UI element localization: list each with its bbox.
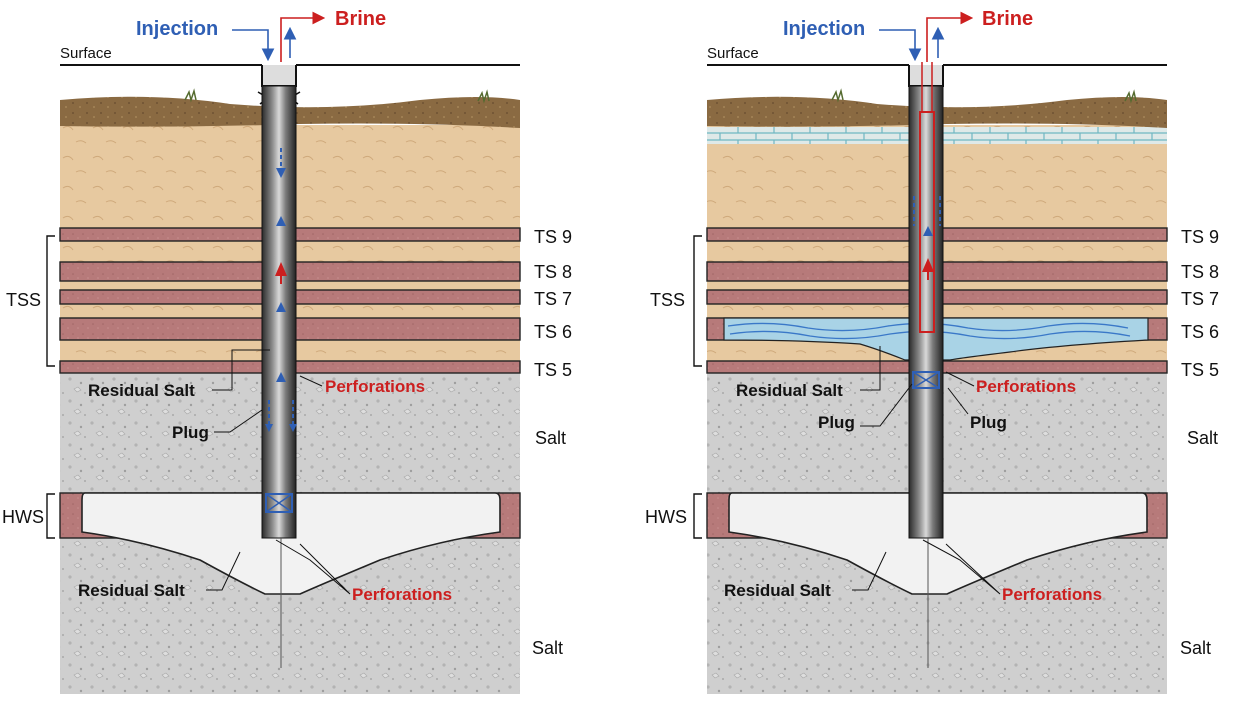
salt-upper-label: Salt xyxy=(1187,428,1218,448)
leader-line xyxy=(275,539,351,595)
perforations-upper-label: Perforations xyxy=(976,377,1076,396)
ts6-label: TS 6 xyxy=(534,322,572,342)
ts5-label: TS 5 xyxy=(534,360,572,380)
leader-line xyxy=(947,387,969,415)
brine-arrow xyxy=(926,11,974,62)
perforations-lower-label: Perforations xyxy=(352,585,452,604)
leader-line xyxy=(852,551,887,591)
leader-line xyxy=(206,551,241,591)
residual-salt-upper-label: Residual Salt xyxy=(736,381,843,400)
ts7-label: TS 7 xyxy=(534,289,572,309)
residual-salt-upper-label: Residual Salt xyxy=(88,381,195,400)
plug-box xyxy=(265,493,293,513)
hws-label: HWS xyxy=(2,507,44,527)
plug-cross xyxy=(912,371,940,389)
plug-cross xyxy=(265,493,293,513)
injection-label: Injection xyxy=(783,18,865,40)
leader-line xyxy=(922,539,1001,595)
salt-lower-label: Salt xyxy=(532,638,563,658)
ts7-label: TS 7 xyxy=(1181,289,1219,309)
flow-arrows xyxy=(265,148,297,432)
leader-line xyxy=(860,346,881,391)
cavern xyxy=(728,492,1148,595)
salt-lower-label: Salt xyxy=(1180,638,1211,658)
brine-tubing xyxy=(919,111,935,333)
hws-bracket xyxy=(46,493,55,539)
hws-bracket xyxy=(693,493,702,539)
grass-icon xyxy=(1124,89,1137,104)
brine-arrow xyxy=(280,11,326,62)
wellhead xyxy=(908,65,944,87)
ts9-label: TS 9 xyxy=(1181,227,1219,247)
injection-arrow xyxy=(232,29,275,62)
tss-bracket xyxy=(693,235,702,367)
ts8-label: TS 8 xyxy=(534,262,572,282)
tss-label: TSS xyxy=(6,290,41,310)
residual-salt-lower-label: Residual Salt xyxy=(724,581,831,600)
wellhead xyxy=(261,65,297,87)
ts9-label: TS 9 xyxy=(534,227,572,247)
left-panel: Injection Brine Surface TS 9 TS 8 TS 7 T… xyxy=(2,8,572,694)
plug-box xyxy=(912,371,940,389)
well-casing xyxy=(908,85,944,539)
brine-label: Brine xyxy=(335,8,386,30)
ts5-label: TS 5 xyxy=(1181,360,1219,380)
tss-bracket xyxy=(46,235,55,367)
flow-arrows xyxy=(913,196,941,280)
cavern xyxy=(81,492,501,595)
surface-label: Surface xyxy=(60,45,112,62)
residual-salt-lower-label: Residual Salt xyxy=(78,581,185,600)
grass-icon xyxy=(184,88,197,103)
salt-upper-label: Salt xyxy=(535,428,566,448)
leader-line xyxy=(214,409,263,433)
leader-line xyxy=(212,349,270,391)
plug-right-label: Plug xyxy=(970,413,1007,432)
injection-arrow xyxy=(879,29,922,62)
ts6-label: TS 6 xyxy=(1181,322,1219,342)
injection-label: Injection xyxy=(136,18,218,40)
plug-left-label: Plug xyxy=(818,413,855,432)
surface-label: Surface xyxy=(707,45,759,62)
tss-label: TSS xyxy=(650,290,685,310)
plug-label: Plug xyxy=(172,423,209,442)
ts8-label: TS 8 xyxy=(1181,262,1219,282)
leader-line xyxy=(299,375,323,387)
right-panel: Injection Brine Surface TS 9 TS 8 TS 7 T… xyxy=(645,8,1219,694)
perforations-upper-label: Perforations xyxy=(325,377,425,396)
grass-icon xyxy=(477,89,490,104)
leader-line xyxy=(945,371,975,387)
perforations-lower-label: Perforations xyxy=(1002,585,1102,604)
leader-line xyxy=(860,383,913,427)
hws-label: HWS xyxy=(645,507,687,527)
grass-icon xyxy=(831,88,844,103)
brine-tubing-top xyxy=(921,62,933,112)
brine-label: Brine xyxy=(982,8,1033,30)
